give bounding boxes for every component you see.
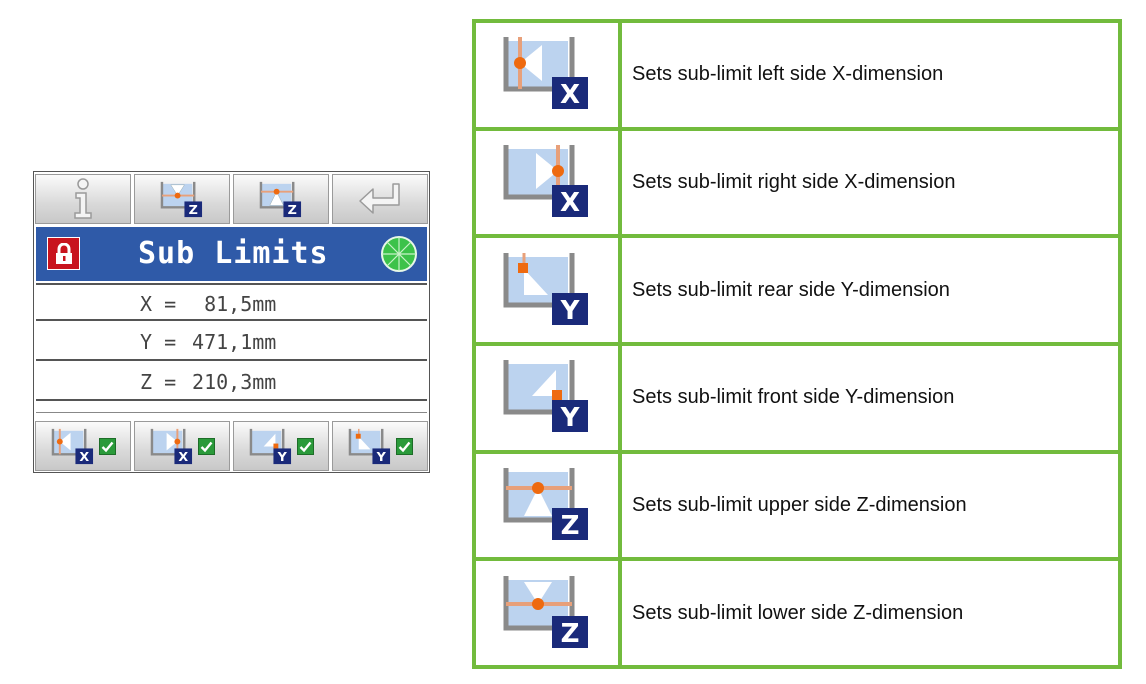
check-icon: [296, 437, 314, 455]
legend-description: Sets sub-limit right side X-dimension: [618, 126, 1122, 239]
badge-y-text: Y: [276, 449, 287, 464]
badge-z-text: Z: [561, 511, 580, 541]
bottom-toolbar: X X: [34, 421, 429, 471]
sub-limit-x-right-icon: X: [503, 144, 588, 218]
check-icon: [98, 437, 116, 455]
legend-icon-cell: Y: [472, 234, 622, 346]
device-screen: Z Z Sub: [33, 171, 430, 473]
title-bar: Sub Limits: [36, 227, 427, 281]
x-value-row: X = 81,5mm: [36, 283, 427, 321]
top-toolbar: Z Z: [34, 174, 429, 224]
badge-z-text: Z: [189, 202, 198, 217]
icon-legend-table: X Sets sub-limit left side X-dimension X…: [472, 19, 1122, 669]
legend-icon-cell: X: [472, 19, 622, 131]
sub-limit-x-right-icon: X: [150, 428, 192, 464]
y-value: 471,1mm: [180, 330, 277, 354]
divider: [36, 403, 427, 413]
badge-x-text: X: [560, 188, 580, 218]
check-icon: [395, 437, 413, 455]
legend-description: Sets sub-limit left side X-dimension: [618, 19, 1122, 131]
y-value-row: Y = 471,1mm: [36, 323, 427, 361]
y-label: Y =: [140, 330, 177, 354]
sub-limit-y-rear-icon: Y: [503, 252, 588, 326]
legend-description: Sets sub-limit front side Y-dimension: [618, 341, 1122, 454]
return-arrow-icon: [359, 183, 400, 214]
table-row: Z Sets sub-limit lower side Z-dimension: [472, 557, 1122, 669]
table-row: Y Sets sub-limit front side Y-dimension: [472, 341, 1122, 454]
badge-y-text: Y: [560, 296, 581, 326]
table-row: X Sets sub-limit right side X-dimension: [472, 126, 1122, 239]
sub-limit-z-upper-icon: Z: [503, 467, 588, 541]
badge-x-text: X: [560, 80, 580, 110]
sub-limit-y-rear-icon: Y: [348, 428, 390, 464]
sub-limit-x-left-icon: X: [503, 37, 588, 110]
badge-y-text: Y: [375, 449, 386, 464]
sub-limit-y-front-icon: Y: [503, 360, 588, 433]
table-row: X Sets sub-limit left side X-dimension: [472, 19, 1122, 131]
sub-limit-x-left-button[interactable]: X: [35, 421, 131, 471]
badge-x-text: X: [79, 449, 89, 464]
sub-limit-z-upper-button[interactable]: Z: [233, 174, 329, 224]
table-row: Y Sets sub-limit rear side Y-dimension: [472, 234, 1122, 346]
green-globe-icon: [381, 236, 417, 272]
badge-x-text: X: [178, 449, 188, 464]
legend-icon-cell: Z: [472, 557, 622, 669]
check-icon: [197, 437, 215, 455]
legend-icon-cell: X: [472, 126, 622, 239]
info-button[interactable]: [35, 174, 131, 224]
badge-y-text: Y: [560, 403, 581, 433]
sub-limit-z-lower-icon: Z: [503, 575, 588, 649]
sub-limit-z-lower-button[interactable]: Z: [134, 174, 230, 224]
sub-limit-z-lower-icon: Z: [160, 181, 203, 217]
x-label: X =: [140, 292, 177, 316]
lock-icon[interactable]: [47, 237, 80, 270]
legend-description: Sets sub-limit upper side Z-dimension: [618, 449, 1122, 562]
x-value: 81,5mm: [180, 292, 277, 316]
z-value: 210,3mm: [180, 370, 277, 394]
sub-limit-y-front-button[interactable]: Y: [233, 421, 329, 471]
table-row: Z Sets sub-limit upper side Z-dimension: [472, 449, 1122, 562]
badge-z-text: Z: [561, 619, 580, 649]
sub-limit-x-right-button[interactable]: X: [134, 421, 230, 471]
info-icon: [74, 178, 92, 219]
z-value-row: Z = 210,3mm: [36, 363, 427, 401]
z-label: Z =: [140, 370, 177, 394]
sub-limit-x-left-icon: X: [51, 428, 93, 464]
page-title: Sub Limits: [138, 236, 329, 271]
legend-description: Sets sub-limit lower side Z-dimension: [618, 557, 1122, 669]
sub-limit-y-rear-button[interactable]: Y: [332, 421, 428, 471]
sub-limit-y-front-icon: Y: [249, 428, 291, 464]
badge-z-text: Z: [288, 202, 297, 217]
legend-description: Sets sub-limit rear side Y-dimension: [618, 234, 1122, 346]
legend-icon-cell: Y: [472, 341, 622, 454]
legend-icon-cell: Z: [472, 449, 622, 562]
sub-limit-z-upper-icon: Z: [259, 181, 302, 217]
enter-button[interactable]: [332, 174, 428, 224]
